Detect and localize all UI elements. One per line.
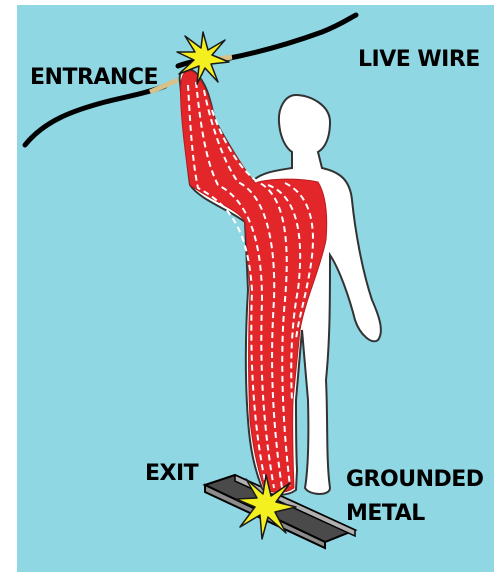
- label-entrance: ENTRANCE: [30, 65, 158, 90]
- label-metal: METAL: [346, 501, 425, 526]
- label-live-wire: LIVE WIRE: [358, 47, 480, 72]
- label-grounded: GROUNDED: [346, 467, 484, 492]
- label-exit: EXIT: [145, 461, 199, 486]
